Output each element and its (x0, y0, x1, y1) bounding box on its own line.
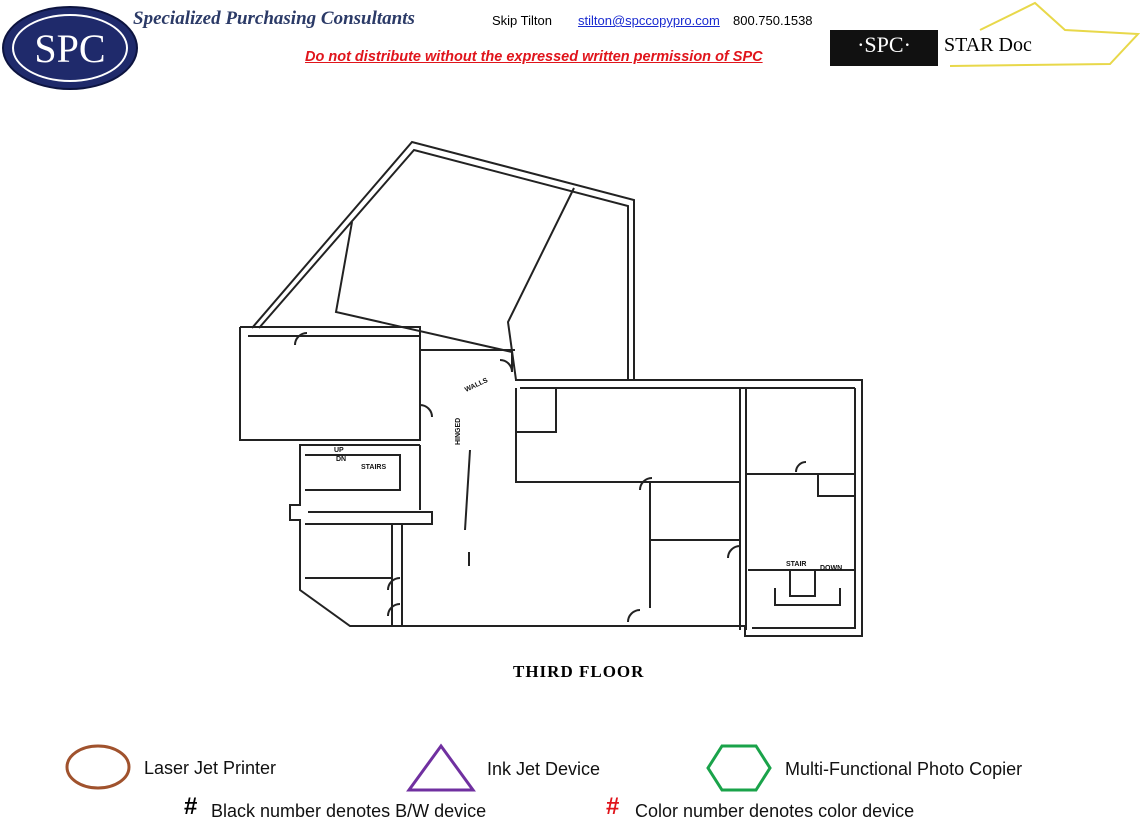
star-doc-logo: ·SPC· STAR Doc (830, 0, 1140, 70)
spc-logo: SPC (2, 6, 138, 90)
laser-printer-circle-icon (65, 744, 131, 790)
company-name: Specialized Purchasing Consultants (133, 8, 415, 29)
legend-inkjet-label: Ink Jet Device (487, 759, 601, 779)
mfp-hexagon-icon (706, 744, 772, 792)
down-label: DOWN (820, 565, 842, 572)
legend-mfp-label: Multi-Functional Photo Copier (785, 759, 1023, 779)
up-label: UP (334, 447, 344, 454)
dn-label: DN (336, 456, 346, 463)
legend-color-label: Color number denotes color device (635, 801, 915, 821)
floor-plan: WALLS HINGED UP DN STAIRS STAIR DOWN (239, 140, 863, 637)
plan-walls (239, 140, 863, 637)
contact-phone: 800.750.1538 (733, 13, 813, 28)
floor-title: THIRD FLOOR (513, 662, 645, 681)
red-hash-icon: # (606, 793, 620, 820)
ink-jet-triangle-icon (406, 743, 476, 792)
black-hash-icon: # (184, 793, 198, 820)
legend-bw-label: Black number denotes B/W device (211, 801, 487, 821)
star-outline-icon (949, 1, 1140, 67)
contact-name: Skip Tilton (492, 13, 552, 28)
legend-laser-label: Laser Jet Printer (144, 758, 277, 778)
contact-email-link[interactable]: stilton@spccopypro.com (578, 13, 720, 28)
hinged-label: HINGED (455, 418, 462, 445)
stair-label: STAIR (786, 561, 806, 568)
distribution-warning: Do not distribute without the expressed … (305, 49, 763, 65)
walls-label: WALLS (464, 377, 489, 394)
stairs-label: STAIRS (361, 464, 386, 471)
